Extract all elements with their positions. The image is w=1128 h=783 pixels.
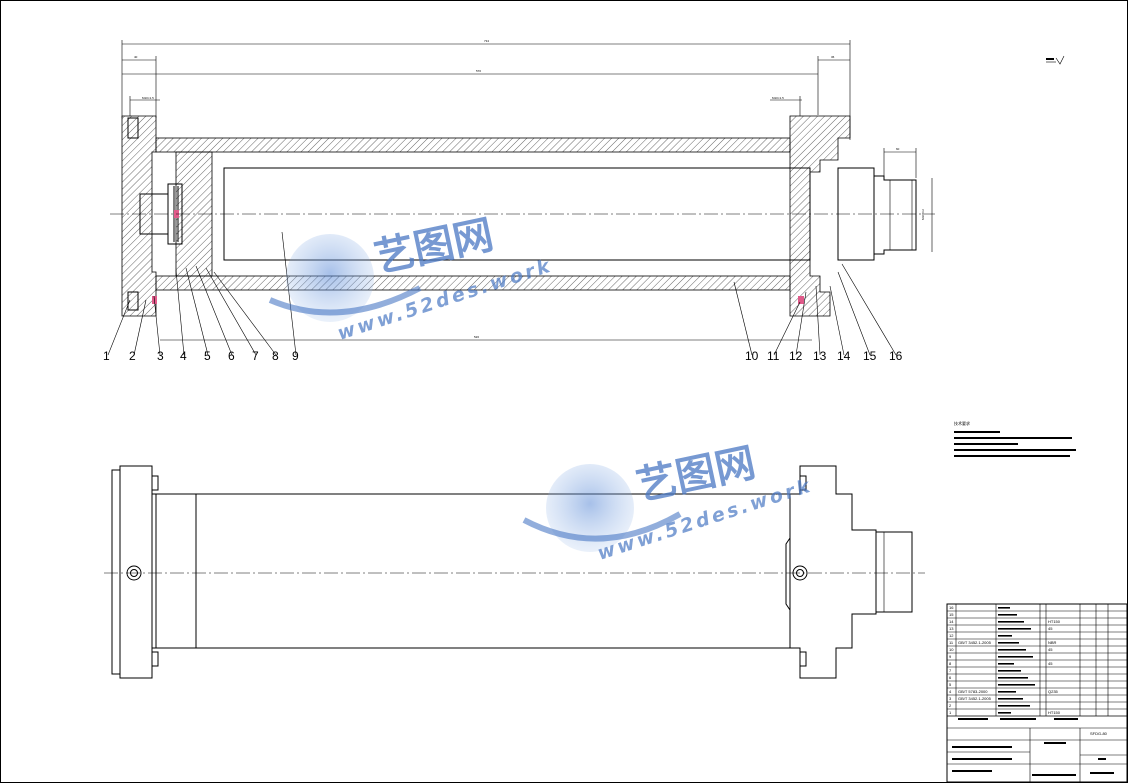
external-view <box>104 465 925 679</box>
row-material: 45 <box>1048 647 1053 652</box>
part-label: 6 <box>228 349 235 363</box>
row-number: 6 <box>949 675 952 680</box>
table-row: 4 GB/T 5783-2000 Q235 <box>947 689 1127 696</box>
part-label: 16 <box>889 349 903 363</box>
row-number: 11 <box>949 640 954 645</box>
tech-req-title: 技术要求 <box>954 420 970 426</box>
table-row: 13 45 <box>947 626 1127 633</box>
part-label: 2 <box>129 349 136 363</box>
barrel-top-wall <box>155 137 791 153</box>
table-row: 5 <box>947 682 1127 689</box>
globe-icon <box>546 464 634 552</box>
row-number: 1 <box>949 710 952 715</box>
row-number: 12 <box>949 633 954 638</box>
row-code: GB/T 5783-2000 <box>958 689 988 694</box>
row-number: 13 <box>949 626 954 631</box>
part-label: 13 <box>813 349 827 363</box>
row-material: HT150 <box>1048 619 1061 624</box>
row-code: GB/T 3452.1-2005 <box>958 696 992 701</box>
watermark-2: 艺图网 www.52des.work <box>522 440 815 565</box>
part-label: 3 <box>157 349 164 363</box>
drawing-number: SFDG-80 <box>1090 731 1108 736</box>
table-row: 6 <box>947 675 1127 682</box>
row-number: 4 <box>949 689 952 694</box>
right-head-external <box>785 465 913 679</box>
row-material: HT150 <box>1048 710 1061 715</box>
table-row: 2 <box>947 703 1127 710</box>
table-row: 14 HT150 <box>947 619 1127 626</box>
row-number: 15 <box>949 612 954 617</box>
row-material: Q235 <box>1048 689 1059 694</box>
globe-icon <box>286 234 374 322</box>
technical-requirements: 技术要求 <box>954 420 1076 457</box>
table-row: 3 GB/T 3452.1-2005 <box>947 696 1127 703</box>
seal-right <box>798 296 804 304</box>
barrel-external <box>155 493 791 649</box>
dim-left-cap: 40 <box>134 55 138 59</box>
part-label: 7 <box>252 349 259 363</box>
row-number: 14 <box>949 619 954 624</box>
part-label: 12 <box>789 349 803 363</box>
section-view: 734 40 36 570 M10×1.5 M10×1.5 526 60 M10… <box>103 39 935 363</box>
table-row: 10 45 <box>947 647 1127 654</box>
leader-lines <box>107 231 897 356</box>
row-number: 3 <box>949 696 952 701</box>
row-material: 45 <box>1048 661 1053 666</box>
row-number: 16 <box>949 605 954 610</box>
part-label: 11 <box>767 349 780 363</box>
row-material: NBR <box>1048 640 1057 645</box>
dim-overall: 734 <box>484 39 489 43</box>
table-row: 8 45 <box>947 661 1127 668</box>
row-number: 8 <box>949 661 952 666</box>
table-row: 15 <box>947 612 1127 619</box>
row-code: GB/T 3452.1-2005 <box>958 640 992 645</box>
row-number: 9 <box>949 654 952 659</box>
dim-left-port: M10×1.5 <box>142 96 154 100</box>
table-row: 11 GB/T 3452.1-2005 NBR <box>947 640 1127 647</box>
table-row: 1 HT150 <box>947 710 1127 717</box>
table-row: 7 <box>947 668 1127 675</box>
dim-bottom: 526 <box>474 335 479 339</box>
row-number: 7 <box>949 668 952 673</box>
dim-barrel: 570 <box>476 69 481 73</box>
table-row: 12 <box>947 633 1127 640</box>
part-label: 1 <box>103 349 110 363</box>
row-number: 2 <box>949 703 952 708</box>
left-flange <box>111 469 121 675</box>
part-label: 4 <box>180 349 187 363</box>
dim-right-cap: 36 <box>831 55 835 59</box>
part-label: 10 <box>745 349 759 363</box>
part-label: 14 <box>837 349 851 363</box>
part-label: 5 <box>204 349 211 363</box>
dim-rod-thread: M100×2 <box>921 209 925 220</box>
rod-thread <box>873 175 917 255</box>
part-label: 8 <box>272 349 279 363</box>
table-row: 9 <box>947 654 1127 661</box>
left-end-cap <box>121 115 157 317</box>
part-number-labels: 1 2 3 4 5 6 7 8 9 10 11 12 13 14 15 16 <box>103 349 903 363</box>
row-material: 45 <box>1048 626 1053 631</box>
watermark-cn: 艺图网 <box>371 212 498 282</box>
table-row: 16 <box>947 605 1127 612</box>
dim-right-port: M10×1.5 <box>772 96 784 100</box>
part-label: 9 <box>292 349 299 363</box>
row-number: 5 <box>949 682 952 687</box>
roughness-symbol <box>1046 55 1065 65</box>
dim-port-width: 60 <box>896 147 900 151</box>
right-head <box>789 115 851 317</box>
row-number: 10 <box>949 647 954 652</box>
part-label: 15 <box>863 349 877 363</box>
dimension-lines: 734 40 36 570 M10×1.5 M10×1.5 526 60 M10… <box>121 39 933 341</box>
